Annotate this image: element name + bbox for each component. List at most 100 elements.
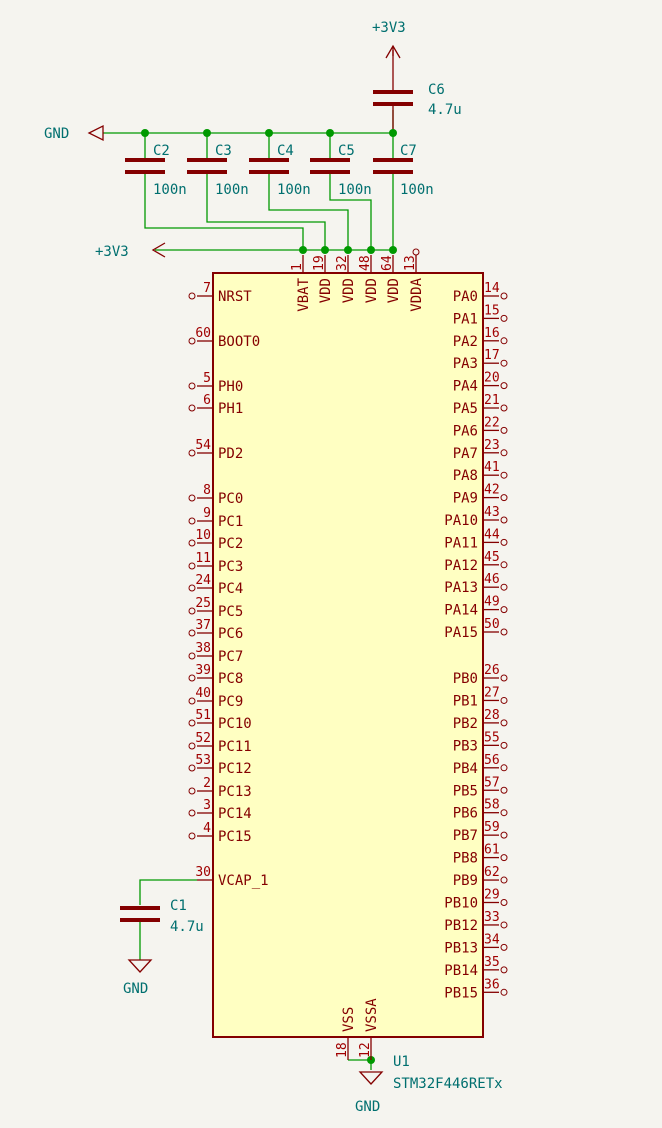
pin-name: PB15 — [444, 985, 478, 1001]
pin-number: 1 — [290, 263, 305, 271]
pin-number: 23 — [484, 438, 500, 453]
c3-value: 100n — [215, 182, 249, 198]
pin-end — [500, 404, 508, 412]
pin-end — [500, 426, 508, 434]
pin-number: 57 — [484, 775, 500, 790]
pin-pa3[interactable]: PA3 17 — [453, 348, 508, 372]
pin-number: 9 — [203, 506, 211, 521]
pin-name: PC14 — [218, 806, 252, 822]
pin-name: PA1 — [453, 311, 478, 327]
pin-end — [188, 652, 196, 660]
pin-name: PA11 — [444, 535, 478, 551]
pin-name: PA3 — [453, 356, 478, 372]
pin-pb14[interactable]: PB14 35 — [444, 955, 508, 979]
pin-number: 35 — [484, 955, 500, 970]
pin-name: PC11 — [218, 739, 252, 755]
pin-name: PA6 — [453, 423, 478, 439]
pin-name: PB14 — [444, 963, 478, 979]
pin-number: 59 — [484, 820, 500, 835]
pin-name: PC10 — [218, 716, 252, 732]
pin-name: PA5 — [453, 401, 478, 417]
c5-value: 100n — [338, 182, 372, 198]
pin-name: VDD — [341, 278, 357, 303]
pin-end — [188, 517, 196, 525]
pin-name: BOOT0 — [218, 334, 260, 350]
pin-number: 17 — [484, 348, 500, 363]
pin-name: PA13 — [444, 580, 478, 596]
pin-end — [500, 899, 508, 906]
pin-name: PC8 — [218, 671, 243, 687]
pin-end — [188, 832, 196, 840]
pin-name: PB1 — [453, 693, 478, 709]
pin-number: 34 — [484, 932, 500, 947]
ic-part: STM32F446RETx — [393, 1076, 503, 1092]
pin-number: 14 — [484, 281, 500, 296]
pin-number: 29 — [484, 888, 500, 903]
pin-end — [188, 337, 196, 345]
pin-number: 43 — [484, 505, 500, 520]
pin-vcap-1[interactable]: VCAP_130 — [195, 865, 268, 889]
ic-body[interactable] — [212, 272, 484, 1038]
